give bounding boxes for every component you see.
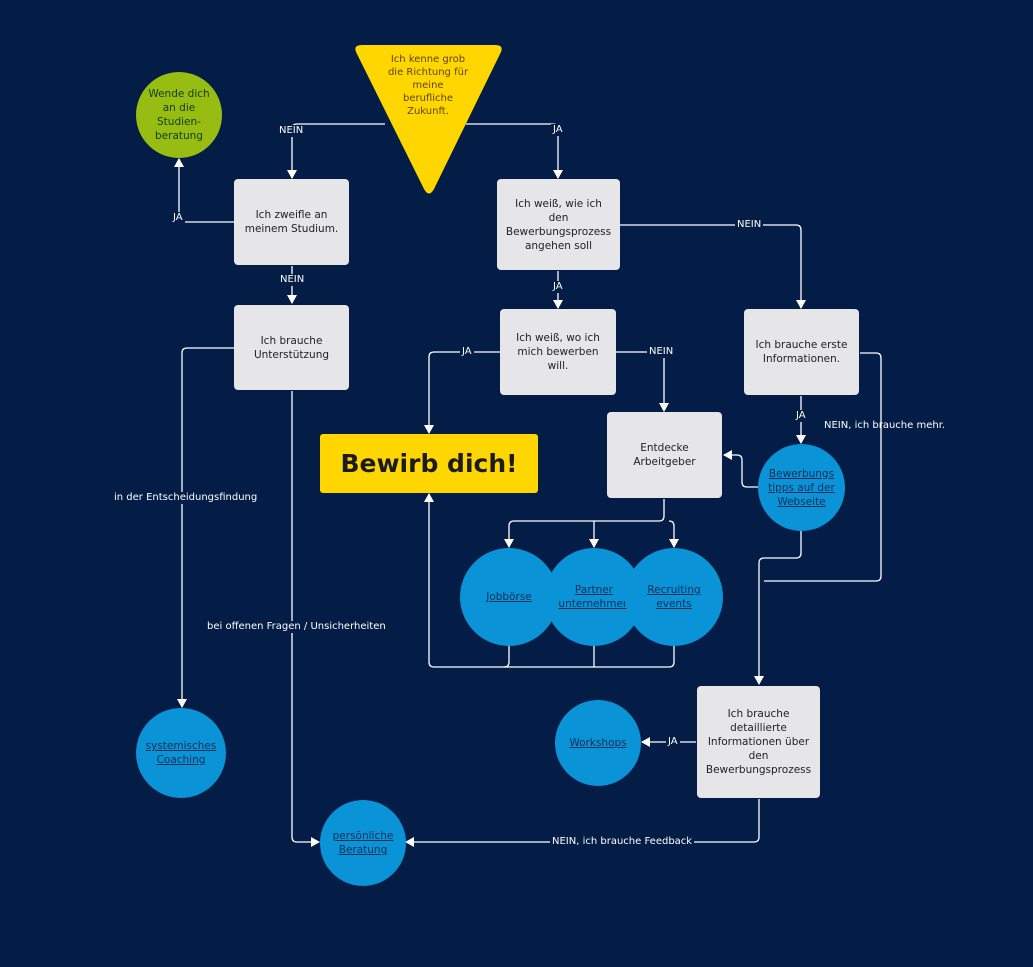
edge-prozess-nein xyxy=(620,224,806,309)
edge-start-nein xyxy=(287,123,385,179)
label-detail-nein: NEIN, ich brauche Feedback xyxy=(550,836,695,848)
label-erste-ja: JA xyxy=(794,410,808,422)
unterstuetzung-node: Ich brauche Unterstützung xyxy=(234,305,349,390)
edge-circles-bewirb xyxy=(424,493,510,668)
label-erste-nein: NEIN, ich brauche mehr. xyxy=(824,420,946,431)
label-prozess-nein: NEIN xyxy=(735,219,764,231)
label-zweifle-ja: JA xyxy=(171,212,185,224)
studienberatung-node: Wende dich an die Studien- beratung xyxy=(136,72,222,158)
arbeitgeber-node: Entdecke Arbeitgeber xyxy=(607,412,722,498)
edge-wo-nein xyxy=(616,351,669,412)
edge-zweifle-ja xyxy=(174,158,234,223)
edge-tipps-arbeitgeber xyxy=(723,450,758,488)
systemisches-coaching-link[interactable]: systemisches Coaching xyxy=(136,708,226,798)
label-entscheidung: in der Entscheidungsfindung xyxy=(112,492,260,504)
detaillierte-info-node: Ich brauche detaillierte Informationen ü… xyxy=(697,686,820,798)
label-fragen: bei offenen Fragen / Unsicherheiten xyxy=(205,621,388,633)
wo-bewerben-node: Ich weiß, wo ich mich bewerben will. xyxy=(500,309,616,395)
bewerbungsprozess-node: Ich weiß, wie ich den Bewerbungsprozess … xyxy=(497,179,620,270)
persoenliche-beratung-link[interactable]: persönliche Beratung xyxy=(320,800,406,886)
label-start-ja: JA xyxy=(551,124,565,136)
start-triangle xyxy=(355,45,502,194)
edge-recruiting-return xyxy=(594,645,675,668)
label-start-nein: NEIN xyxy=(277,125,306,137)
start-node-text: Ich kenne grob die Richtung für meine be… xyxy=(387,54,469,117)
edge-arbeitgeber-recruiting xyxy=(668,520,679,548)
erste-info-node: Ich brauche erste Informationen. xyxy=(744,309,859,395)
jobboerse-link[interactable]: Jobbörse xyxy=(460,548,558,646)
recruiting-events-link[interactable]: Recruiting events xyxy=(625,548,723,646)
label-prozess-ja: JA xyxy=(551,281,565,293)
label-detail-ja: JA xyxy=(666,736,680,748)
edge-partner-return xyxy=(504,645,595,668)
label-wo-nein: NEIN xyxy=(647,346,676,358)
bewerbungstipps-link[interactable]: Bewerbungs tipps auf der Webseite xyxy=(758,444,845,531)
bewirb-dich-button[interactable]: Bewirb dich! xyxy=(320,434,538,493)
edge-unterstuetzung-beratung xyxy=(291,391,320,847)
edge-wo-ja xyxy=(424,351,500,434)
edge-erste-nein xyxy=(764,352,882,582)
edge-detail-nein xyxy=(405,799,760,847)
label-zweifle-nein: NEIN xyxy=(278,274,307,286)
edge-arbeitgeber-split xyxy=(504,499,665,548)
edge-tipps-detail xyxy=(754,531,802,685)
zweifle-node: Ich zweifle an meinem Studium. xyxy=(234,179,349,265)
edge-unterstuetzung-coaching xyxy=(177,347,234,708)
label-wo-ja: JA xyxy=(460,346,474,358)
workshops-link[interactable]: Workshops xyxy=(555,700,641,786)
edge-start-ja xyxy=(466,123,563,179)
